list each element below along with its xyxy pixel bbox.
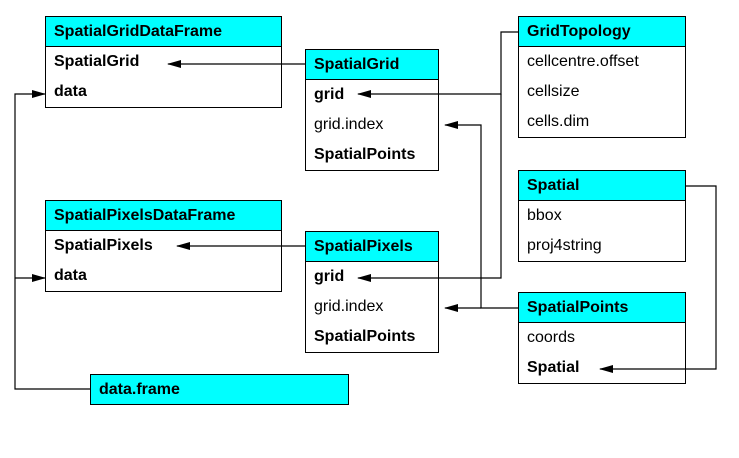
class-slot: bbox bbox=[527, 207, 562, 224]
class-slot: cellsize bbox=[527, 83, 580, 100]
class-slot: SpatialPoints bbox=[314, 146, 416, 163]
class-slot: coords bbox=[527, 329, 576, 346]
class-slot: SpatialPoints bbox=[314, 328, 416, 345]
connector-1 bbox=[357, 31, 518, 98]
class-slot: proj4string bbox=[527, 237, 602, 254]
class-title: Spatial bbox=[519, 171, 685, 201]
connector-7 bbox=[14, 90, 90, 390]
class-title: SpatialGrid bbox=[306, 50, 438, 80]
class-slot: grid bbox=[314, 86, 345, 103]
class-title: SpatialPixels bbox=[306, 232, 438, 262]
connector-2 bbox=[357, 94, 502, 282]
class-slot: grid bbox=[314, 268, 345, 285]
class-title: SpatialGridDataFrame bbox=[46, 17, 281, 47]
class-title: data.frame bbox=[91, 375, 348, 404]
class-box-sp: Spatial bbox proj4string bbox=[518, 170, 686, 262]
class-box-gt: GridTopology cellcentre.offset cellsize cel… bbox=[518, 16, 686, 138]
class-slot: SpatialPixels bbox=[54, 237, 153, 254]
connector-5 bbox=[599, 185, 717, 373]
class-slot: grid.index bbox=[314, 116, 384, 133]
class-slot: cellcentre.offset bbox=[527, 53, 639, 70]
class-title: SpatialPixelsDataFrame bbox=[46, 201, 281, 231]
class-box-df: data.frame bbox=[90, 374, 349, 405]
class-slot: data bbox=[54, 83, 87, 100]
class-slot: data bbox=[54, 267, 87, 284]
class-slot: SpatialGrid bbox=[54, 53, 140, 70]
class-slot: grid.index bbox=[314, 298, 384, 315]
class-slot: Spatial bbox=[527, 359, 580, 376]
class-title: GridTopology bbox=[519, 17, 685, 47]
connector-3 bbox=[444, 121, 518, 309]
class-slot: cells.dim bbox=[527, 113, 590, 130]
class-title: SpatialPoints bbox=[519, 293, 685, 323]
